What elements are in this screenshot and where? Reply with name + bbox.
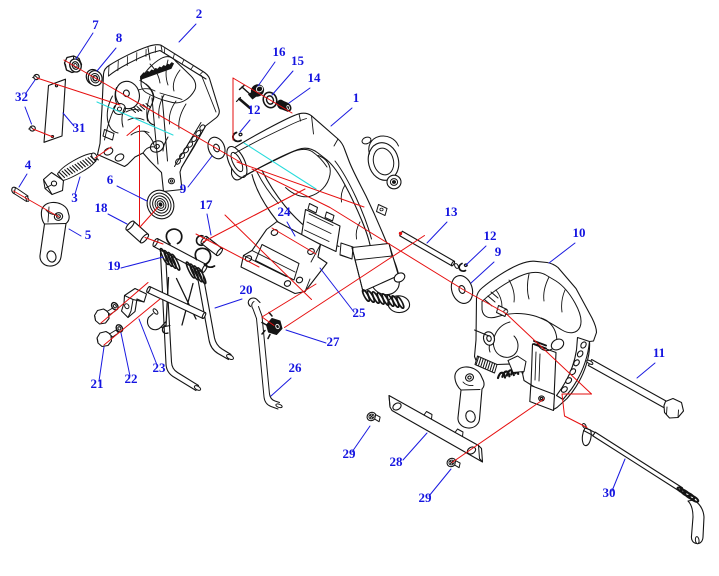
svg-text:28: 28	[390, 454, 404, 469]
svg-text:4: 4	[25, 157, 32, 172]
svg-text:9: 9	[495, 244, 502, 259]
svg-text:9: 9	[180, 181, 187, 196]
svg-text:32: 32	[15, 89, 28, 104]
svg-text:7: 7	[92, 17, 99, 32]
svg-text:16: 16	[273, 44, 287, 59]
svg-text:29: 29	[419, 490, 433, 505]
svg-text:29: 29	[343, 446, 357, 461]
svg-text:12: 12	[484, 228, 497, 243]
svg-text:19: 19	[108, 258, 122, 273]
svg-text:10: 10	[573, 225, 586, 240]
svg-text:15: 15	[291, 53, 305, 68]
svg-text:27: 27	[327, 334, 341, 349]
svg-text:22: 22	[125, 371, 138, 386]
svg-text:13: 13	[445, 204, 459, 219]
svg-text:12: 12	[248, 102, 261, 117]
svg-text:11: 11	[653, 345, 665, 360]
svg-text:20: 20	[240, 282, 253, 297]
svg-text:6: 6	[107, 172, 114, 187]
svg-text:2: 2	[196, 6, 203, 21]
svg-text:14: 14	[308, 70, 322, 85]
svg-text:5: 5	[85, 227, 92, 242]
svg-text:18: 18	[95, 200, 109, 215]
svg-text:23: 23	[153, 360, 167, 375]
svg-text:26: 26	[289, 360, 303, 375]
svg-text:24: 24	[278, 204, 292, 219]
svg-text:30: 30	[603, 485, 616, 500]
svg-text:1: 1	[353, 90, 360, 105]
svg-text:25: 25	[353, 305, 367, 320]
svg-text:8: 8	[116, 30, 123, 45]
svg-text:3: 3	[71, 190, 78, 205]
svg-text:17: 17	[200, 197, 214, 212]
svg-text:21: 21	[91, 376, 104, 391]
svg-text:31: 31	[73, 120, 86, 135]
